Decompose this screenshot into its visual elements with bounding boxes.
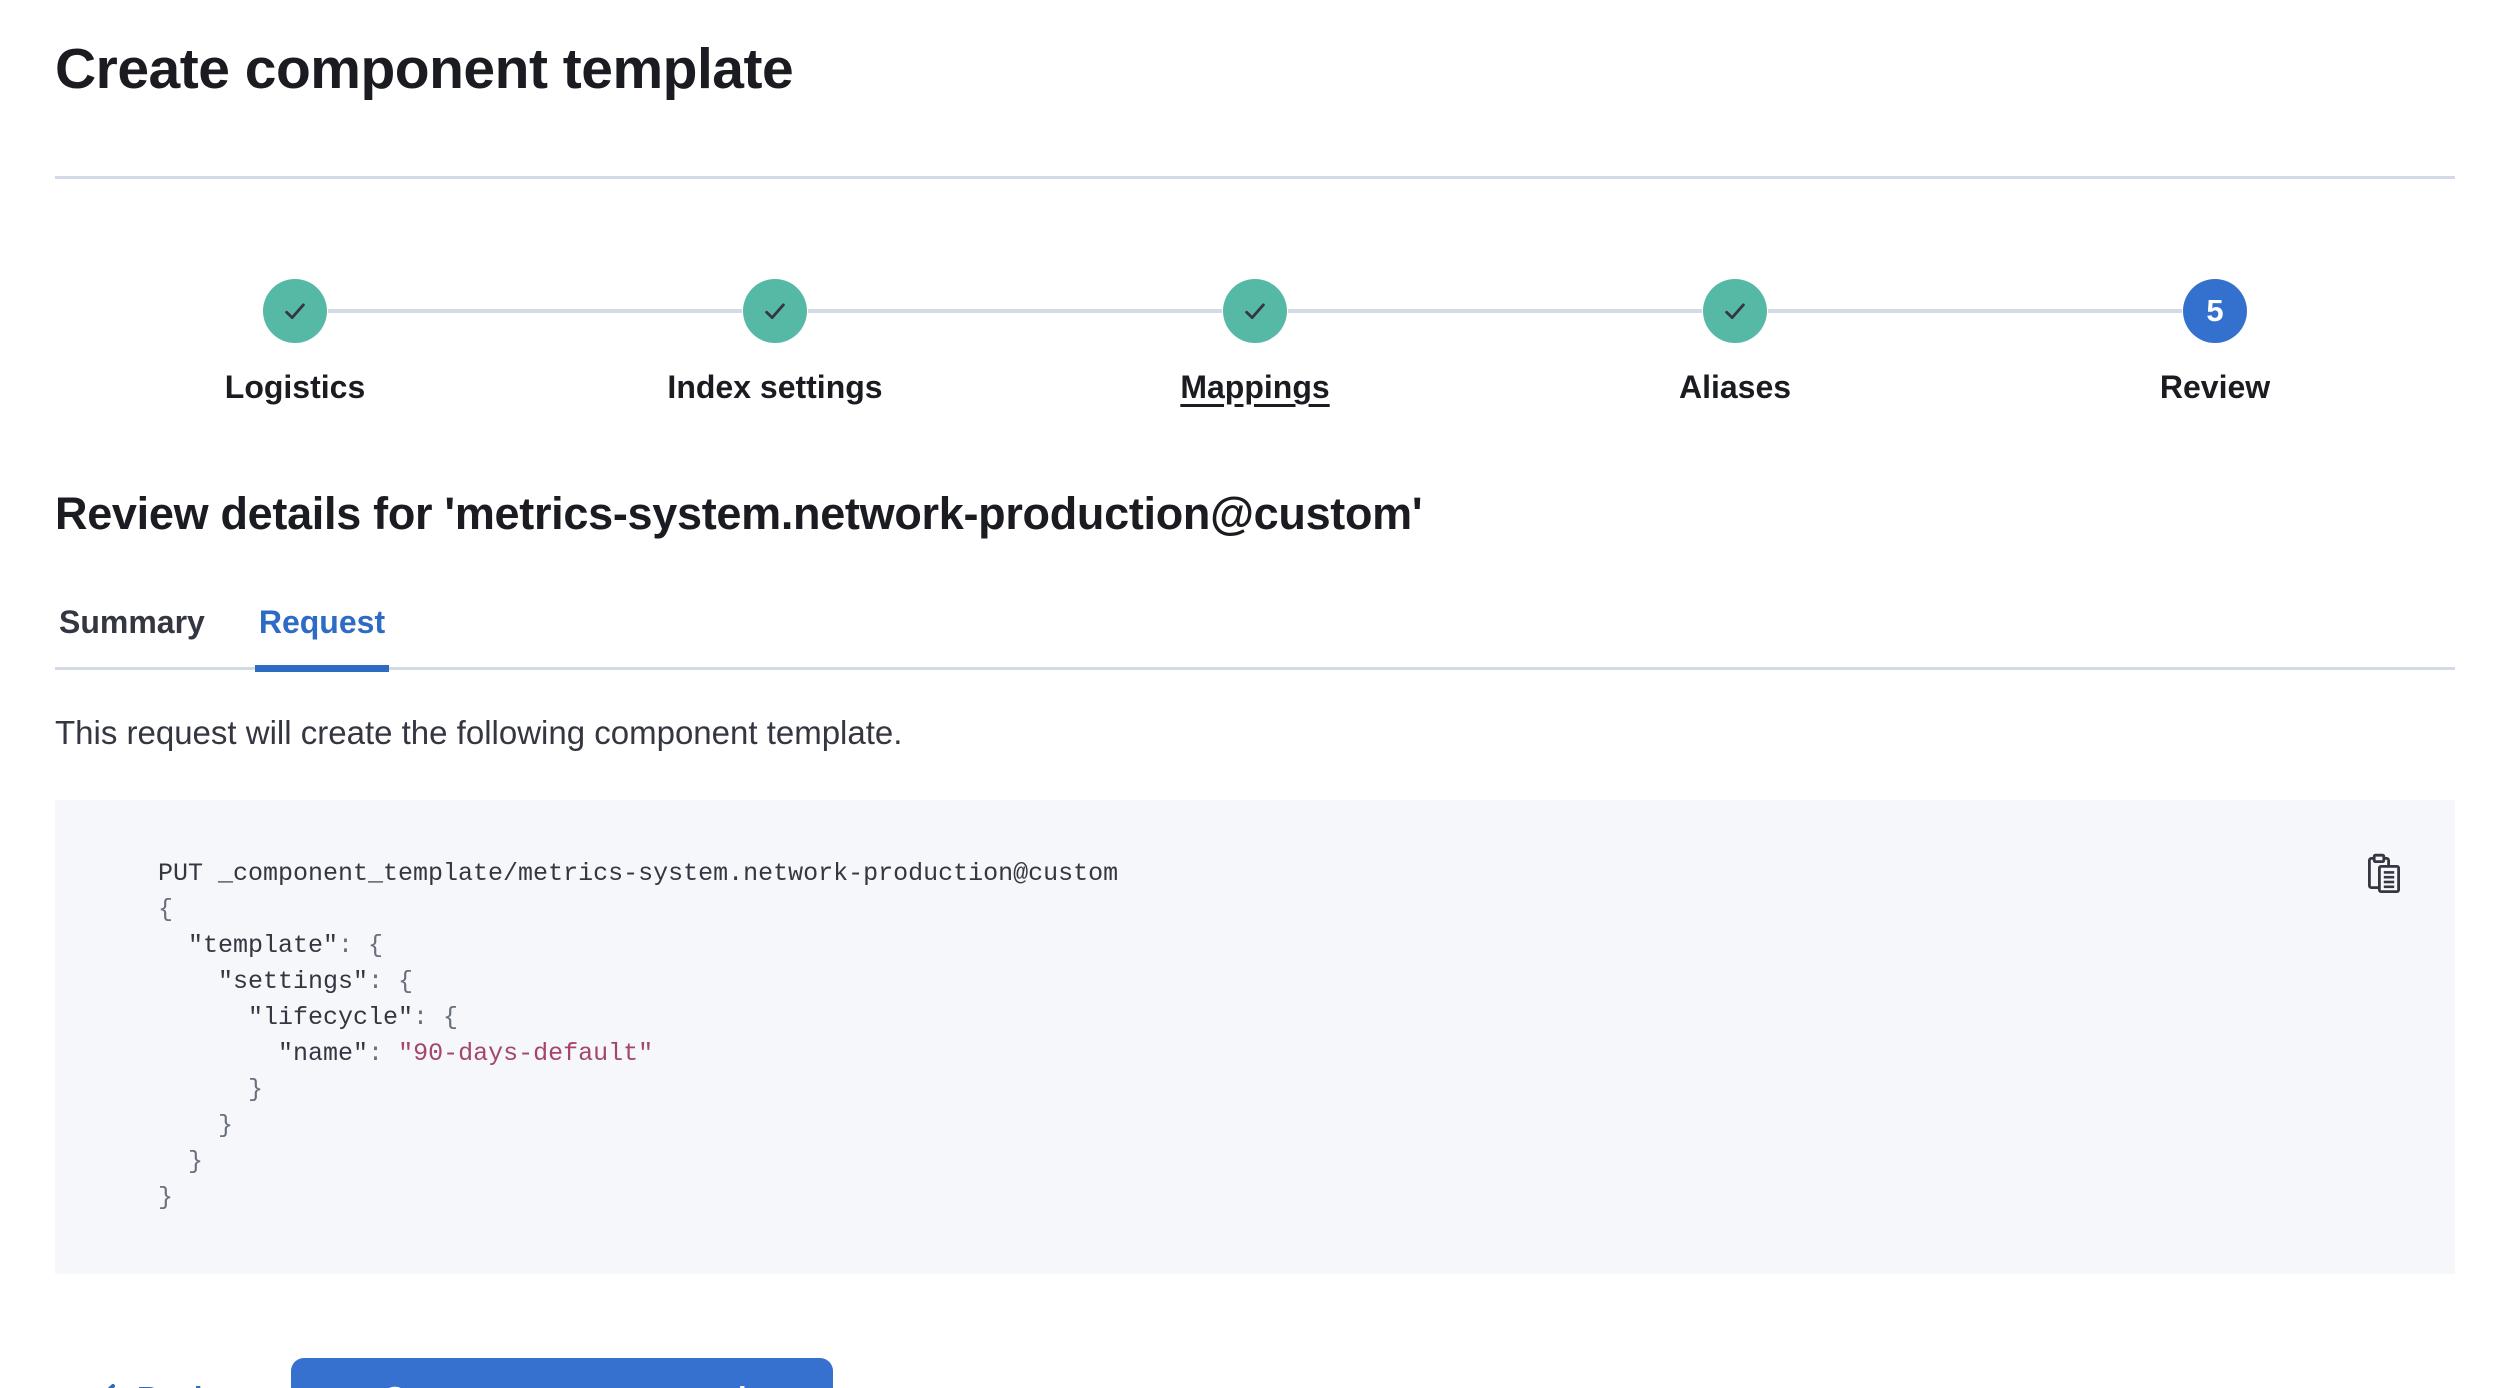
step-aliases-label[interactable]: Aliases xyxy=(1678,369,1792,405)
step-review-circle[interactable]: 5 xyxy=(2183,279,2247,343)
step-number: 5 xyxy=(2206,293,2224,328)
title-divider xyxy=(55,176,2455,179)
code-line: } xyxy=(158,1075,264,1104)
step-logistics-circle[interactable] xyxy=(263,279,327,343)
code-line: "settings": { xyxy=(158,967,414,996)
footer-actions: Back Create component template xyxy=(77,1358,2455,1388)
code-content: PUT _component_template/metrics-system.n… xyxy=(158,856,2399,1216)
code-line: } xyxy=(158,1147,204,1176)
check-icon xyxy=(285,303,305,319)
request-code-block: PUT _component_template/metrics-system.n… xyxy=(55,800,2455,1274)
back-button[interactable]: Back xyxy=(77,1370,227,1388)
step-index-settings[interactable]: Index settings xyxy=(535,279,1015,406)
step-review-label[interactable]: Review xyxy=(2159,369,2271,405)
code-line: { xyxy=(158,895,174,924)
check-icon xyxy=(1725,303,1745,319)
code-line: } xyxy=(158,1111,234,1140)
step-indicator: Logistics Index settings Mappings Aliase… xyxy=(55,279,2455,406)
back-button-label: Back xyxy=(137,1380,211,1388)
step-mappings-label[interactable]: Mappings xyxy=(1180,369,1330,405)
review-tabs: Summary Request xyxy=(55,596,2455,672)
step-logistics-label[interactable]: Logistics xyxy=(224,369,366,405)
step-mappings[interactable]: Mappings xyxy=(1015,279,1495,406)
check-icon xyxy=(765,303,785,319)
create-component-template-button[interactable]: Create component template xyxy=(291,1358,834,1388)
request-description: This request will create the following c… xyxy=(55,714,903,751)
step-logistics[interactable]: Logistics xyxy=(55,279,535,406)
tab-summary[interactable]: Summary xyxy=(59,604,205,640)
step-mappings-circle[interactable] xyxy=(1223,279,1287,343)
review-details-heading: Review details for 'metrics-system.netwo… xyxy=(55,488,1423,539)
copy-to-clipboard-button[interactable] xyxy=(2363,852,2405,898)
create-button-label: Create component template xyxy=(383,1380,791,1388)
check-icon xyxy=(333,1383,363,1388)
tab-request[interactable]: Request xyxy=(254,596,390,672)
step-aliases[interactable]: Aliases xyxy=(1495,279,1975,406)
page-title: Create component template xyxy=(55,37,794,101)
code-line: "lifecycle": { xyxy=(158,1003,459,1032)
code-line: } xyxy=(158,1183,174,1212)
step-index-settings-circle[interactable] xyxy=(743,279,807,343)
step-aliases-circle[interactable] xyxy=(1703,279,1767,343)
step-review[interactable]: 5 Review xyxy=(1975,279,2455,406)
code-line: "name": "90-days-default" xyxy=(158,1039,654,1068)
copy-clipboard-icon xyxy=(2368,853,2401,894)
create-component-template-page: Create component template Logistics Inde… xyxy=(0,36,2506,1388)
code-line: PUT _component_template/metrics-system.n… xyxy=(158,859,1119,888)
chevron-left-icon xyxy=(107,1384,115,1388)
step-index-settings-label[interactable]: Index settings xyxy=(667,369,883,405)
code-line: "template": { xyxy=(158,931,384,960)
check-icon xyxy=(1245,303,1265,319)
